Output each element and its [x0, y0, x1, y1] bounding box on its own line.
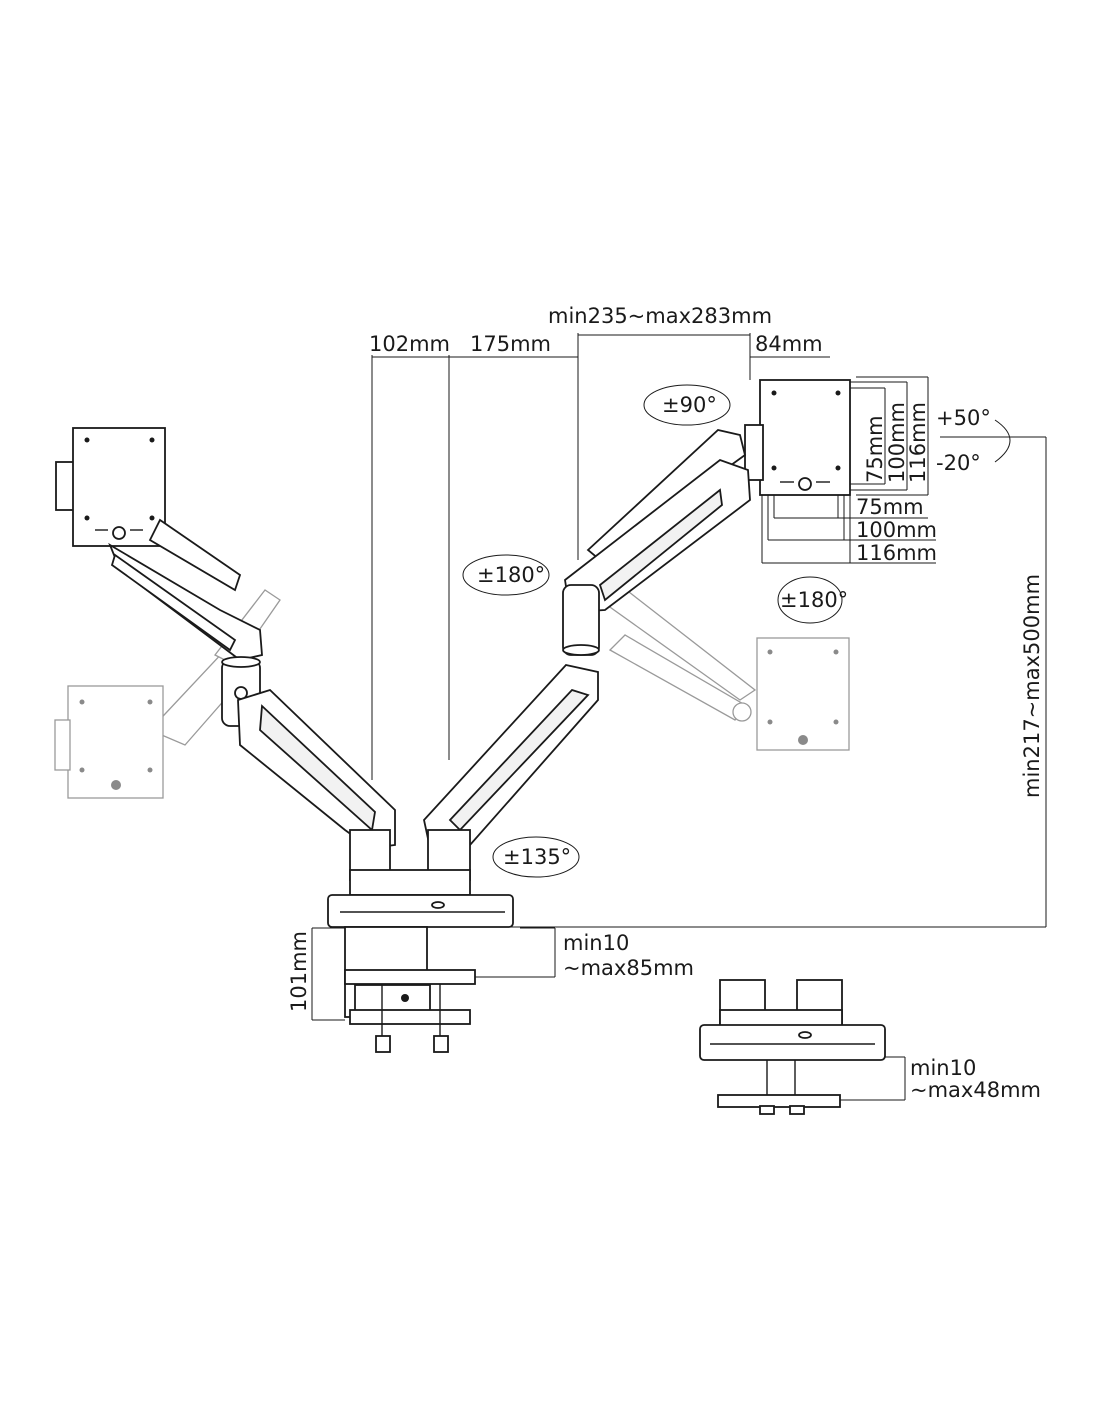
- right-elbow-joint: [562, 584, 600, 656]
- vesa-v75-label: 75mm: [863, 415, 887, 483]
- vesa-v100-label: 100mm: [885, 402, 909, 483]
- vesa-h75-label: 75mm: [856, 495, 924, 519]
- ghost-right-arm: [598, 584, 757, 722]
- tilt-down-label: -20°: [936, 451, 981, 475]
- left-lower-arm: [237, 688, 396, 849]
- left-upper-arm: [108, 518, 263, 661]
- swivel-180-mid-label: ±180°: [477, 563, 545, 587]
- right-monitor-plate: [744, 379, 851, 496]
- swivel-135-arrow-icon: [492, 836, 580, 878]
- dim-175-label: 175mm: [470, 332, 551, 356]
- clamp-min-label: min10: [563, 931, 629, 955]
- left-monitor-plate: [55, 427, 166, 547]
- dim-84-label: 84mm: [755, 332, 823, 356]
- swivel-180-mid-arrow-icon: [462, 554, 550, 596]
- vesa-h100-label: 100mm: [856, 518, 937, 542]
- tilt-up-label: +50°: [936, 406, 991, 430]
- right-lower-arm: [423, 664, 599, 849]
- grommet-min-label: min10: [910, 1056, 976, 1080]
- left-elbow-joint: [221, 656, 261, 727]
- swivel-90-arrow-icon: [643, 384, 731, 426]
- ghost-right-monitor-plate: [756, 637, 850, 751]
- grommet-max-label: ~max48mm: [910, 1078, 1041, 1102]
- vesa-v116-label: 116mm: [906, 402, 930, 483]
- swivel-90-label: ±90°: [662, 393, 717, 417]
- clamp-101-label: 101mm: [287, 931, 311, 1012]
- dim-102-label: 102mm: [369, 332, 450, 356]
- ghost-left-monitor-plate: [54, 685, 164, 799]
- clamp-max-label: ~max85mm: [563, 956, 694, 980]
- right-upper-arm: [564, 429, 751, 613]
- vesa-h116-label: 116mm: [856, 541, 937, 565]
- dimension-lines: [311, 333, 1047, 1101]
- grommet-mount: [699, 979, 886, 1115]
- rotate-180-label: ±180°: [780, 588, 848, 612]
- reach-range-label: min235~max283mm: [548, 304, 772, 328]
- swivel-135-label: ±135°: [503, 845, 571, 869]
- pole-and-base: [327, 829, 514, 928]
- rotate-180-arrow-icon: [777, 576, 843, 624]
- height-range-label: min217~max500mm: [1020, 574, 1044, 798]
- tilt-arrow-icon: [994, 419, 1011, 463]
- desk-clamp: [344, 926, 476, 1053]
